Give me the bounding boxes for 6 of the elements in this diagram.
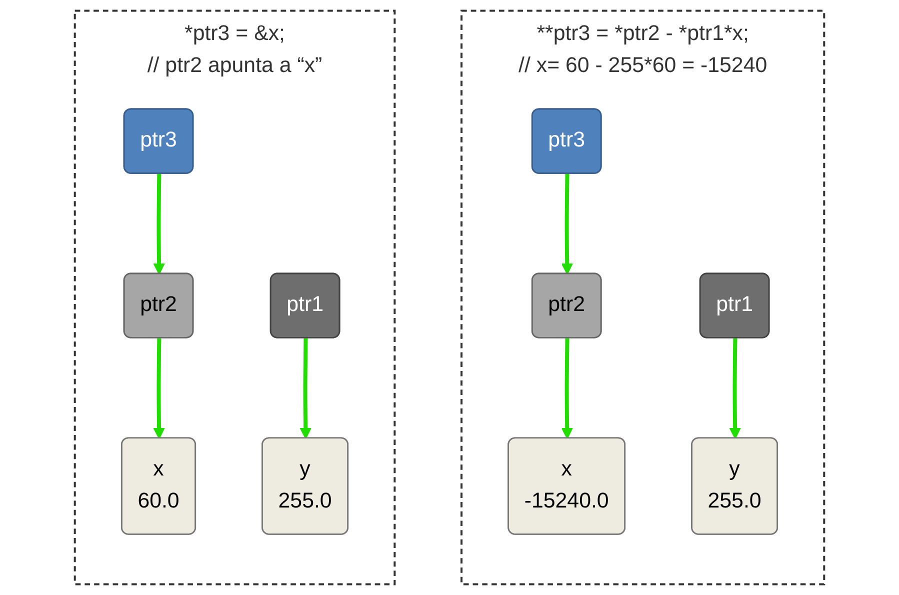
arrow <box>729 338 741 440</box>
arrow <box>561 338 573 440</box>
arrow <box>153 174 165 275</box>
arrow <box>153 338 165 440</box>
arrow <box>300 338 312 440</box>
arrow <box>561 174 573 275</box>
